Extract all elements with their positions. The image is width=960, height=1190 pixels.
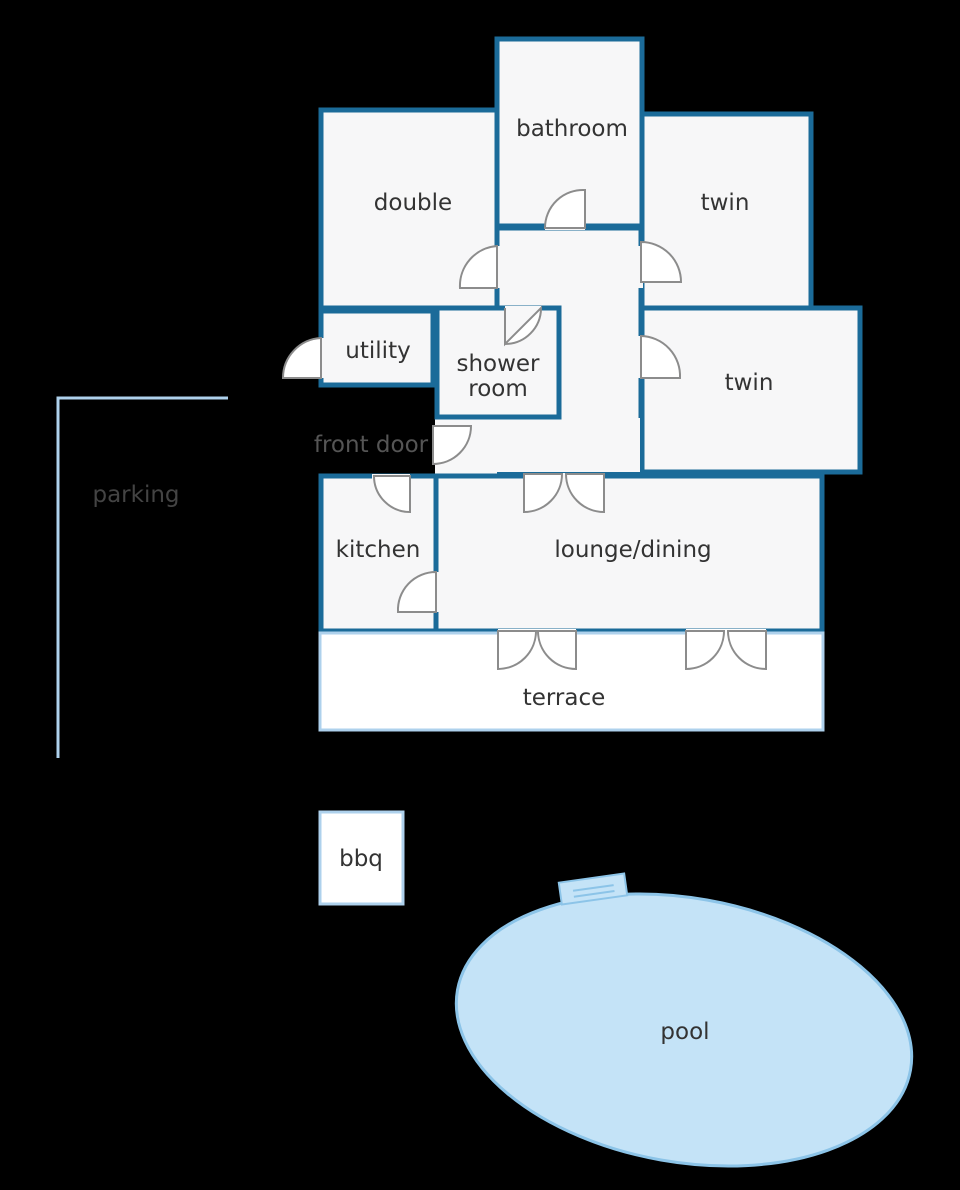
- door-twin-upper-swing: [640, 240, 683, 283]
- bbq-area: [318, 810, 405, 906]
- door-front: [432, 425, 473, 466]
- door-terrace-right-b: [726, 630, 767, 671]
- door-kitchen-lounge-swing: [396, 570, 437, 613]
- parking-area: [56, 396, 228, 758]
- twin-lower-walls: [639, 305, 863, 475]
- label-lounge-dining: lounge/dining: [554, 537, 711, 563]
- pool-area: [454, 872, 914, 1168]
- label-bbq: bbq: [339, 846, 383, 872]
- door-twin-lower-swing: [640, 334, 682, 379]
- label-double: double: [374, 190, 452, 216]
- shower-room-walls: [434, 305, 562, 420]
- door-shower-swing: [504, 305, 543, 347]
- label-twin-upper: twin: [701, 190, 750, 216]
- door-lounge-double: [523, 473, 605, 514]
- label-shower-line1: shower: [456, 351, 540, 377]
- door-front-swing: [432, 425, 473, 466]
- door-terrace-right: [685, 629, 767, 671]
- door-utility-swing: [281, 336, 322, 379]
- label-front-door: front door: [314, 432, 429, 458]
- room-shower: [434, 305, 562, 420]
- pool-steps: [557, 872, 629, 906]
- label-shower-line2: room: [468, 376, 528, 402]
- label-pool: pool: [660, 1019, 709, 1045]
- door-kitchen: [372, 475, 411, 514]
- label-bathroom: bathroom: [516, 116, 628, 142]
- room-lounge-dining: [433, 473, 825, 634]
- door-terrace-left: [497, 629, 577, 671]
- door-gap-shower: [505, 306, 541, 311]
- door-twin-upper: [640, 240, 683, 283]
- label-terrace: terrace: [523, 685, 606, 711]
- door-utility: [281, 336, 322, 379]
- door-bathroom: [543, 188, 586, 229]
- door-double: [458, 244, 498, 289]
- parking-outline: [56, 396, 228, 758]
- entrance-hall-floor-extension: [497, 418, 640, 472]
- label-parking: parking: [92, 482, 179, 508]
- door-shower: [504, 305, 543, 347]
- door-terrace-right-a: [685, 630, 726, 671]
- pool-water: [454, 892, 914, 1168]
- door-bathroom-swing: [543, 188, 586, 229]
- room-twin-lower: [639, 305, 863, 475]
- label-utility: utility: [345, 338, 410, 364]
- bbq-outline: [318, 810, 405, 906]
- door-terrace-left-a: [497, 630, 538, 671]
- door-kitchen-lounge: [396, 570, 437, 613]
- door-gap-double: [496, 246, 501, 288]
- door-lounge-left-swing: [523, 473, 564, 514]
- door-gap-lounge: [524, 473, 604, 479]
- label-twin-lower: twin: [725, 370, 774, 396]
- door-twin-lower: [640, 334, 682, 379]
- label-kitchen: kitchen: [336, 537, 421, 563]
- door-terrace-left-b: [536, 630, 577, 671]
- door-double-swing: [458, 244, 498, 289]
- door-kitchen-swing: [372, 475, 411, 514]
- door-lounge-right-swing: [564, 473, 605, 514]
- lounge-dining-walls: [433, 473, 825, 634]
